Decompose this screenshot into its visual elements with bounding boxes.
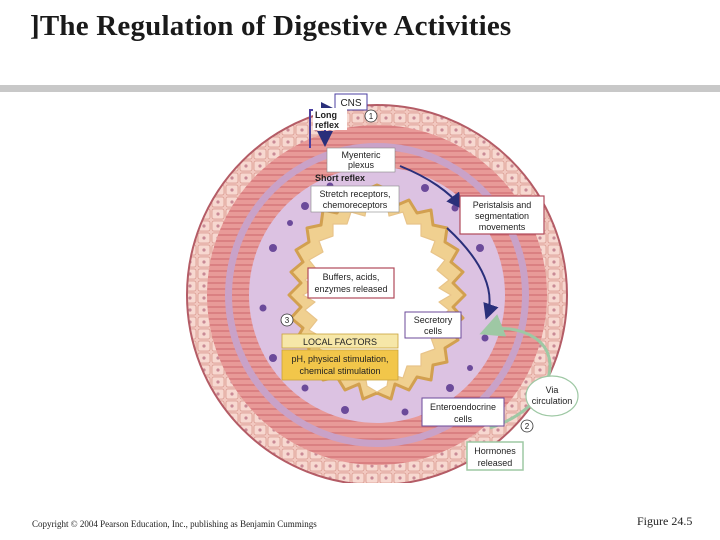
hormone-path: [479, 314, 552, 430]
via-label-2: circulation: [532, 396, 573, 406]
long-reflex-label-1: Long: [315, 110, 337, 120]
step-1-label: 1: [369, 112, 374, 121]
myenteric-label-2: plexus: [348, 160, 375, 170]
serosa-outline: [186, 104, 568, 483]
step-1-marker: [364, 109, 378, 123]
motor-path-secretory: [446, 227, 499, 320]
cns-box: [334, 93, 368, 111]
hormones-label-1: Hormones: [474, 446, 516, 456]
hormones-box: [466, 441, 524, 471]
entero-label-1: Enteroendocrine: [430, 402, 496, 412]
local-factors-header: [281, 333, 399, 349]
buffers-box: [307, 267, 395, 299]
step-3-marker: [280, 313, 294, 327]
myenteric-label-1: Myenteric: [341, 150, 381, 160]
entero-label-2: cells: [454, 414, 473, 424]
hormones-label-2: released: [478, 458, 513, 468]
title-divider: [0, 85, 720, 92]
secretory-label-2: cells: [424, 326, 443, 336]
myenteric-plexus-box: [326, 147, 396, 173]
motor-path-peristalsis: [399, 165, 463, 210]
digestive-regulation-diagram: CNS Long reflex 1 Myenteric plexus Short…: [186, 93, 579, 483]
step-2-marker: [520, 419, 534, 433]
local-factors-line-2: chemical stimulation: [299, 366, 380, 376]
stretch-receptors-box: [310, 185, 400, 213]
peristalsis-label-3: movements: [479, 222, 526, 232]
long-reflex-box: [313, 108, 347, 130]
via-circulation-bubble: [525, 375, 579, 417]
via-label-1: Via: [546, 385, 559, 395]
page-title: ]The Regulation of Digestive Activities: [30, 10, 512, 42]
buffers-label-2: enzymes released: [314, 284, 387, 294]
long-reflex-label-2: reflex: [315, 120, 339, 130]
short-reflex-label: Short reflex: [315, 173, 365, 183]
local-factors-line-1: pH, physical stimulation,: [291, 354, 388, 364]
peristalsis-box: [459, 195, 545, 235]
stretch-label-2: chemoreceptors: [323, 200, 388, 210]
stretch-label-1: Stretch receptors,: [319, 189, 390, 199]
copyright-notice: Copyright © 2004 Pearson Education, Inc.…: [32, 519, 317, 529]
local-factors-title: LOCAL FACTORS: [303, 337, 377, 347]
secretory-label-1: Secretory: [414, 315, 453, 325]
local-factors-box: [281, 349, 399, 381]
step-3-label: 3: [285, 316, 290, 325]
peristalsis-label-1: Peristalsis and: [473, 200, 532, 210]
buffers-label-1: Buffers, acids,: [323, 272, 380, 282]
enteroendocrine-box: [421, 397, 505, 427]
peristalsis-label-2: segmentation: [475, 211, 529, 221]
figure-number: Figure 24.5: [637, 514, 693, 528]
secretory-cells-box: [404, 311, 462, 339]
cns-label: CNS: [340, 98, 361, 109]
step-2-label: 2: [525, 422, 530, 431]
